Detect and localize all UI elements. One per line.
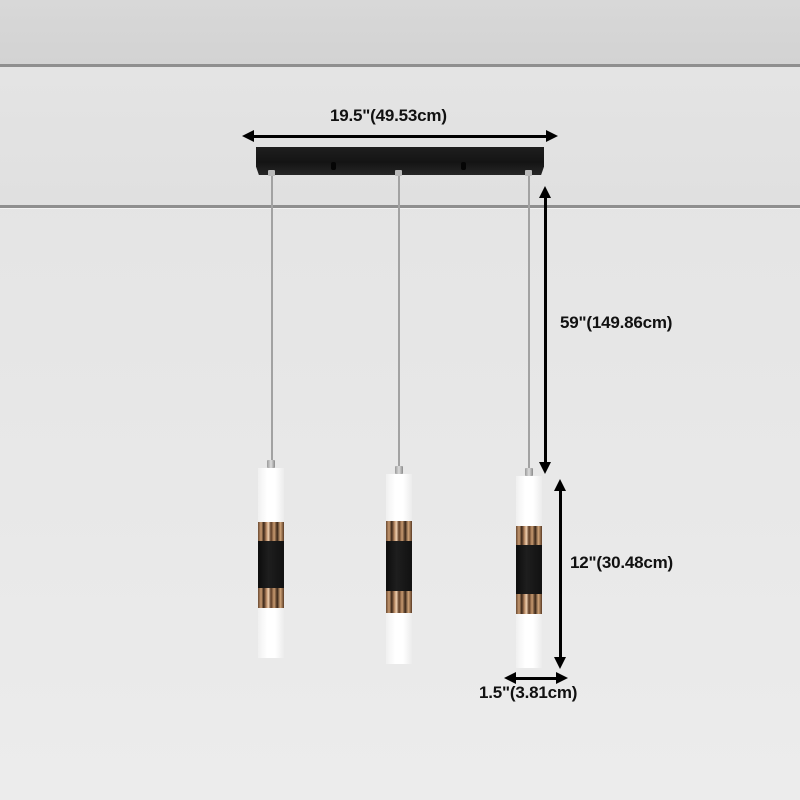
- arrow-down-head-icon: [554, 657, 566, 669]
- black-body: [258, 541, 284, 589]
- shade-height-arrow: [554, 479, 566, 669]
- suspension-cord: [398, 176, 400, 472]
- drop-length-label: 59"(149.86cm): [560, 313, 673, 332]
- shade-diameter-label: 1.5"(3.81cm): [479, 683, 578, 702]
- suspension-cord: [528, 176, 530, 476]
- accent-band-bottom: [258, 588, 284, 608]
- diffuser-bottom: [258, 608, 284, 658]
- shade-diameter-arrow: [504, 672, 568, 684]
- ceiling-edge-line-lower: [0, 205, 800, 208]
- canopy-width-label: 19.5"(49.53cm): [330, 106, 447, 125]
- diffuser-top: [258, 468, 284, 522]
- pendant-light-3: [516, 468, 542, 668]
- accent-band-top: [516, 526, 542, 546]
- accent-band-top: [258, 522, 284, 542]
- arrow-up-head-icon: [539, 186, 551, 198]
- arrow-left-head-icon: [242, 130, 254, 142]
- ceiling-edge-line-upper: [0, 64, 800, 67]
- diffuser-top: [516, 476, 542, 526]
- diffuser-top: [386, 474, 412, 521]
- cord-grip: [268, 170, 275, 176]
- black-body: [516, 545, 542, 595]
- arrow-right-head-icon: [556, 672, 568, 684]
- pendant-cap: [267, 460, 275, 468]
- cord-grip: [525, 170, 532, 176]
- pendant-cap: [395, 466, 403, 474]
- diffuser-bottom: [386, 613, 412, 664]
- arrow-right-head-icon: [546, 130, 558, 142]
- ceiling-upper-panel: [0, 0, 800, 64]
- diffuser-bottom: [516, 614, 542, 668]
- drop-length-arrow: [539, 186, 551, 474]
- suspension-cord: [271, 176, 273, 466]
- arrow-up-head-icon: [554, 479, 566, 491]
- shade-height-label: 12"(30.48cm): [570, 553, 674, 572]
- black-body: [386, 541, 412, 592]
- canopy-screw: [331, 162, 336, 170]
- pendant-light-1: [258, 460, 284, 658]
- accent-band-bottom: [386, 591, 412, 613]
- arrow-down-head-icon: [539, 462, 551, 474]
- accent-band-bottom: [516, 594, 542, 614]
- canopy-screw: [461, 162, 466, 170]
- pendant-light-2: [386, 466, 412, 664]
- pendant-cap: [525, 468, 533, 476]
- accent-band-top: [386, 521, 412, 542]
- arrow-left-head-icon: [504, 672, 516, 684]
- canopy-width-arrow: [242, 130, 558, 142]
- cord-grip: [395, 170, 402, 176]
